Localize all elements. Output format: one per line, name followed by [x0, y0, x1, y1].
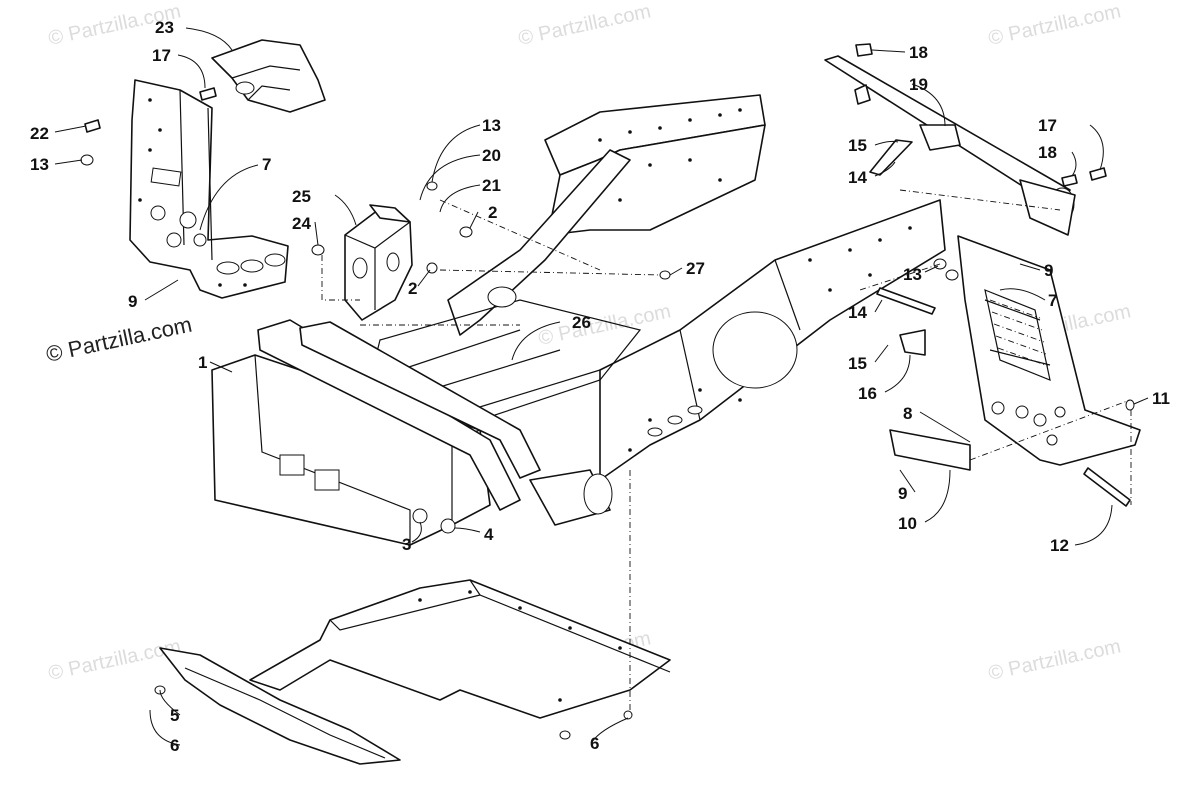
bolt-17b — [1089, 167, 1107, 181]
watermark: © Partzilla.com — [516, 0, 652, 50]
nut-13b — [426, 181, 438, 191]
bushing-2a — [459, 226, 473, 238]
nut-13a — [80, 154, 94, 166]
callout-16: 16 — [858, 384, 877, 403]
bolt-17a — [199, 87, 217, 101]
bolt-6b — [559, 730, 571, 740]
callout-8: 8 — [903, 404, 912, 423]
callout-3: 3 — [402, 535, 411, 554]
callout-labels: 23 17 22 13 7 9 13 20 21 25 24 2 2 27 26… — [30, 18, 1170, 755]
nut-27 — [659, 270, 671, 280]
callout-2: 2 — [488, 203, 497, 222]
callout-9: 9 — [1044, 261, 1053, 280]
callout-17: 17 — [1038, 116, 1057, 135]
callout-21: 21 — [482, 176, 501, 195]
watermark: © Partzilla.com — [986, 0, 1122, 50]
part-23-shroud — [211, 39, 326, 113]
washer-3 — [412, 508, 428, 524]
callout-23: 23 — [155, 18, 174, 37]
nut-13d — [945, 269, 959, 281]
bolt-18b — [1061, 174, 1078, 187]
part-1-main-frame — [211, 94, 946, 546]
callout-2: 2 — [408, 279, 417, 298]
callout-7: 7 — [262, 155, 271, 174]
callout-6: 6 — [590, 734, 599, 753]
bolt-6c — [623, 710, 633, 720]
callout-20: 20 — [482, 146, 501, 165]
callout-15: 15 — [848, 354, 867, 373]
hardware — [80, 43, 1135, 740]
callout-14: 14 — [848, 303, 867, 322]
part-7-left-panel — [129, 79, 289, 299]
callout-6: 6 — [170, 736, 179, 755]
part-19-steering-tube — [824, 55, 1076, 236]
callout-14: 14 — [848, 168, 867, 187]
callout-18: 18 — [1038, 143, 1057, 162]
watermark: © Partzilla.com — [46, 635, 182, 685]
bolt-18a — [855, 43, 873, 57]
part-5-front-skid — [159, 647, 401, 765]
washer-4 — [440, 518, 456, 534]
callout-15: 15 — [848, 136, 867, 155]
callout-27: 27 — [686, 259, 705, 278]
bolt-22 — [84, 119, 101, 133]
callout-7: 7 — [1048, 291, 1057, 310]
rivet-11 — [1125, 399, 1135, 411]
callout-25: 25 — [292, 187, 311, 206]
callout-13: 13 — [903, 265, 922, 284]
part-7-right-panel — [876, 235, 1141, 507]
leader-lines — [54, 27, 1149, 746]
callout-18: 18 — [909, 43, 928, 62]
callout-26: 26 — [572, 313, 591, 332]
callout-12: 12 — [1050, 536, 1069, 555]
watermark: © Partzilla.com — [536, 300, 672, 350]
callout-1: 1 — [198, 353, 207, 372]
callout-9: 9 — [128, 292, 137, 311]
callout-22: 22 — [30, 124, 49, 143]
callout-5: 5 — [170, 706, 179, 725]
callout-9: 9 — [898, 484, 907, 503]
callout-11: 11 — [1152, 389, 1170, 408]
callout-4: 4 — [484, 525, 494, 544]
callout-24: 24 — [292, 214, 311, 233]
nut-24 — [311, 244, 325, 256]
bottom-plate — [249, 579, 671, 719]
part-25-bracket — [344, 204, 413, 321]
callout-13: 13 — [30, 155, 49, 174]
watermark: © Partzilla.com — [986, 635, 1122, 685]
callout-13: 13 — [482, 116, 501, 135]
callout-19: 19 — [909, 75, 928, 94]
callout-10: 10 — [898, 514, 917, 533]
watermark-main: © Partzilla.com — [44, 312, 194, 367]
callout-17: 17 — [152, 46, 171, 65]
